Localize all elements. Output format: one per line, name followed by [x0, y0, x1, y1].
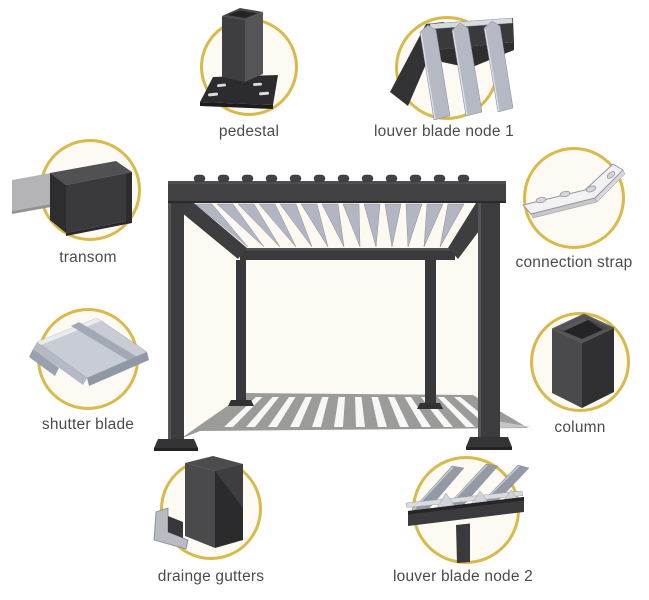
shutter-blade-icon	[29, 317, 149, 386]
transom-icon	[12, 161, 132, 236]
louver-blade-node-2-label: louver blade node 2	[393, 568, 533, 585]
pergola-illustration	[154, 174, 532, 451]
drainage-gutter-icon	[153, 456, 243, 550]
pedestal-icon	[200, 8, 278, 109]
connection-strap-icon	[522, 163, 626, 219]
shutter-blade-label: shutter blade	[41, 416, 135, 433]
connection-strap-label: connection strap	[515, 254, 633, 271]
louver-blade-node-1-label: louver blade node 1	[374, 123, 514, 140]
louver-blade-node-1-icon	[390, 17, 514, 121]
louver-blade-node-2-icon	[405, 463, 530, 563]
column-label: column	[554, 419, 606, 436]
column-icon	[551, 313, 615, 408]
drainge-gutters-label: drainge gutters	[157, 568, 265, 585]
pedestal-label: pedestal	[218, 123, 280, 140]
transom-label: transom	[59, 249, 117, 266]
